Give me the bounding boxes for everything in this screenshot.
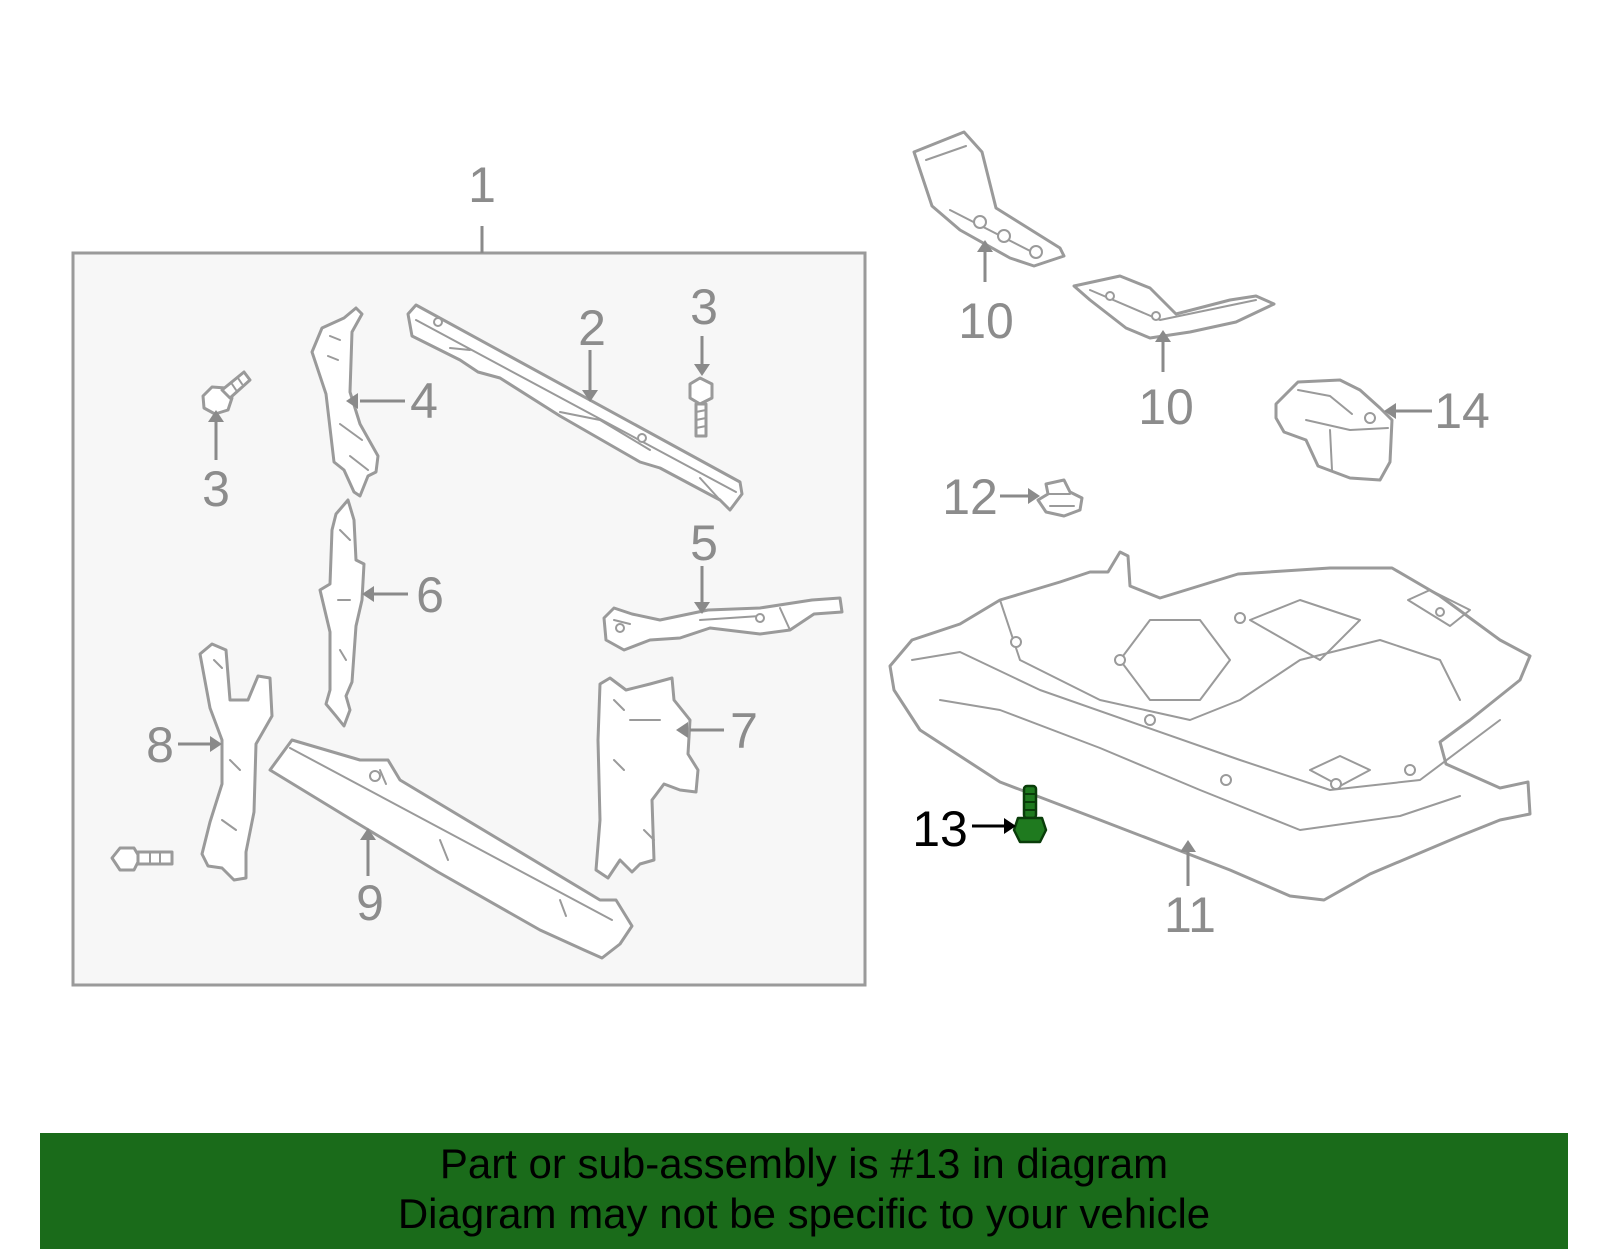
callout-12[interactable]: 12 [942, 469, 998, 525]
callout-11[interactable]: 11 [1164, 887, 1216, 943]
part-6-support[interactable] [318, 498, 408, 728]
callout-10-lower[interactable]: 10 [1138, 379, 1194, 435]
part-3-bolt-right[interactable] [688, 336, 714, 438]
banner-line-1: Part or sub-assembly is #13 in diagram [439, 1140, 1169, 1187]
part-14[interactable] [1274, 378, 1432, 482]
part-2-upper-tie-bar[interactable] [406, 303, 744, 512]
callout-10-upper[interactable]: 10 [958, 293, 1014, 349]
part-12-clip[interactable] [1000, 478, 1084, 518]
callout-7[interactable]: 7 [730, 703, 758, 759]
callout-2[interactable]: 2 [578, 300, 606, 356]
callout-3-left[interactable]: 3 [202, 461, 230, 517]
callout-3-right[interactable]: 3 [690, 279, 718, 335]
banner-line-2: Diagram may not be specific to your vehi… [397, 1190, 1211, 1237]
info-banner: Part or sub-assembly is #13 in diagram D… [40, 1133, 1568, 1249]
callout-14[interactable]: 14 [1434, 383, 1490, 439]
callout-1[interactable]: 1 [468, 157, 496, 213]
part-13-bolt-highlighted[interactable] [972, 784, 1048, 844]
bolt-lower-left[interactable] [110, 846, 174, 872]
part-5-bracket[interactable] [602, 566, 844, 652]
part-8-support[interactable] [178, 642, 274, 882]
part-7-support[interactable] [594, 676, 724, 880]
part-3-bolt-left[interactable] [201, 370, 252, 460]
callout-8[interactable]: 8 [146, 717, 174, 773]
callout-4[interactable]: 4 [410, 373, 438, 429]
part-4-bracket[interactable] [310, 306, 405, 498]
part-11-undercover[interactable] [888, 550, 1532, 902]
part-10-upper[interactable] [912, 130, 1066, 282]
part-10-lower[interactable] [1072, 274, 1276, 372]
part-9-lower-tie-bar[interactable] [268, 738, 634, 960]
callout-5[interactable]: 5 [690, 515, 718, 571]
callout-9[interactable]: 9 [356, 875, 384, 931]
callout-13[interactable]: 13 [912, 801, 968, 857]
callout-6[interactable]: 6 [416, 567, 444, 623]
